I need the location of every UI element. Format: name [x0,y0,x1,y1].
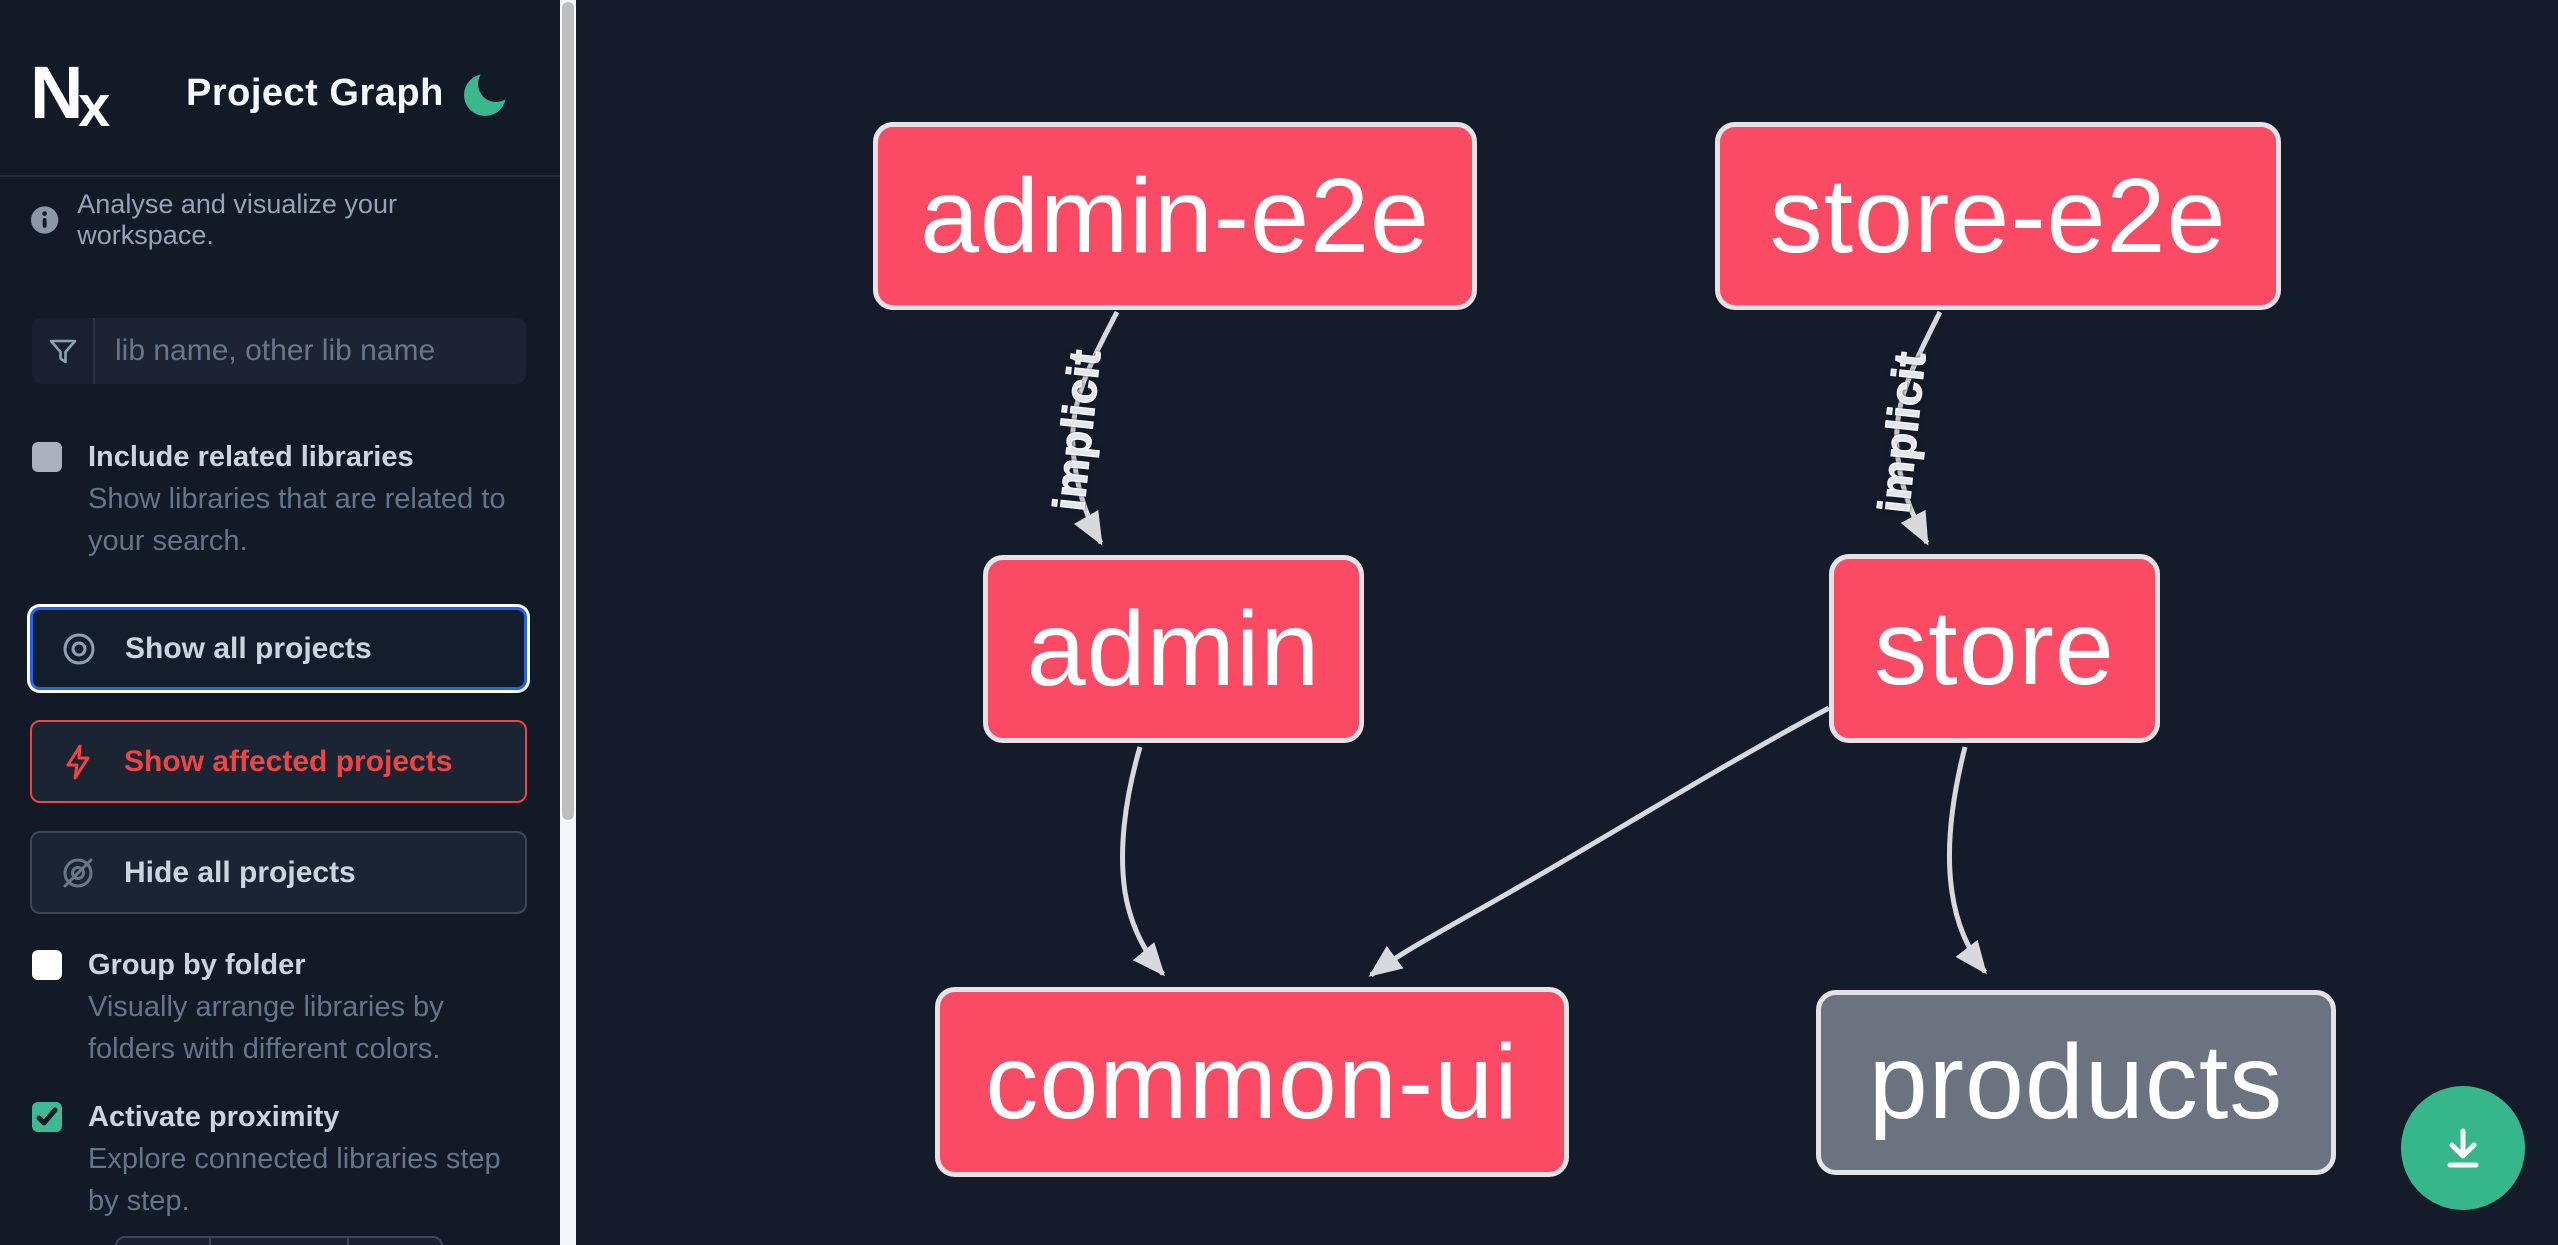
segment-1[interactable] [117,1238,209,1245]
eye-off-icon [63,858,93,887]
page-title: Project Graph [186,72,444,114]
segmented-control[interactable] [115,1236,443,1245]
activate-proximity-checkbox[interactable] [32,1102,62,1132]
download-button[interactable] [2401,1086,2525,1210]
graph-edges [1070,310,1987,978]
sidebar-scrollbar-thumb[interactable] [562,2,574,820]
edge-admin-e2e-to-admin [1070,310,1120,546]
option-include-related-libraries: Include related libraries Show libraries… [32,436,532,562]
info-icon [30,206,59,234]
bolt-icon [66,744,90,779]
show-affected-projects-button[interactable]: Show affected projects [30,720,527,803]
edge-store-to-common-ui [1368,705,1831,978]
node-store[interactable]: store [1829,554,2160,743]
funnel-icon-cell [32,318,95,384]
workspace-info: Analyse and visualize your workspace. [30,189,530,250]
download-icon [2447,1128,2479,1168]
segment-2[interactable] [208,1238,347,1245]
show-all-projects-button[interactable]: Show all projects [30,607,527,690]
svg-text:x: x [78,74,110,128]
theme-toggle-button[interactable] [452,58,524,130]
node-store-e2e[interactable]: store-e2e [1715,122,2281,310]
node-admin[interactable]: admin [983,555,1364,743]
filter-input[interactable] [95,318,526,384]
graph-canvas[interactable]: implicit implicit admin-e2e store-e2e ad… [576,0,2558,1245]
nx-logo: N x [30,60,110,128]
include-related-checkbox[interactable] [32,442,62,472]
button-label: Show affected projects [124,744,453,778]
node-products[interactable]: products [1816,990,2336,1175]
option-description: Show libraries that are related to your … [88,483,506,557]
hide-all-projects-button[interactable]: Hide all projects [30,831,527,914]
option-description: Visually arrange libraries by folders wi… [88,991,444,1065]
option-activate-proximity: Activate proximity Explore connected lib… [32,1096,532,1222]
node-common-ui[interactable]: common-ui [935,987,1569,1177]
option-description: Explore connected libraries step by step… [88,1143,501,1217]
option-label: Group by folder [88,949,306,981]
sidebar: N x Project Graph Analyse and visualize … [0,0,560,1245]
option-group-by-folder: Group by folder Visually arrange librari… [32,944,532,1070]
checkmark-icon [36,1107,58,1126]
button-label: Hide all projects [124,855,356,889]
sidebar-header: N x Project Graph [0,0,560,177]
option-label: Activate proximity [88,1101,340,1133]
segment-3[interactable] [347,1238,441,1245]
info-text: Analyse and visualize your workspace. [77,189,397,250]
option-label: Include related libraries [88,441,414,473]
edge-store-to-products [1947,746,1987,975]
svg-text:N: N [30,60,83,128]
button-label: Show all projects [125,631,372,665]
node-admin-e2e[interactable]: admin-e2e [873,122,1477,310]
edge-store-e2e-to-store [1894,310,1943,546]
edge-admin-to-common-ui [1120,746,1165,977]
moon-icon [464,66,514,116]
eye-icon [63,633,95,664]
group-by-folder-checkbox[interactable] [32,950,62,980]
sidebar-scrollbar-track[interactable] [560,0,576,1245]
filter-funnel-icon [49,339,76,364]
filter-box [32,318,526,384]
